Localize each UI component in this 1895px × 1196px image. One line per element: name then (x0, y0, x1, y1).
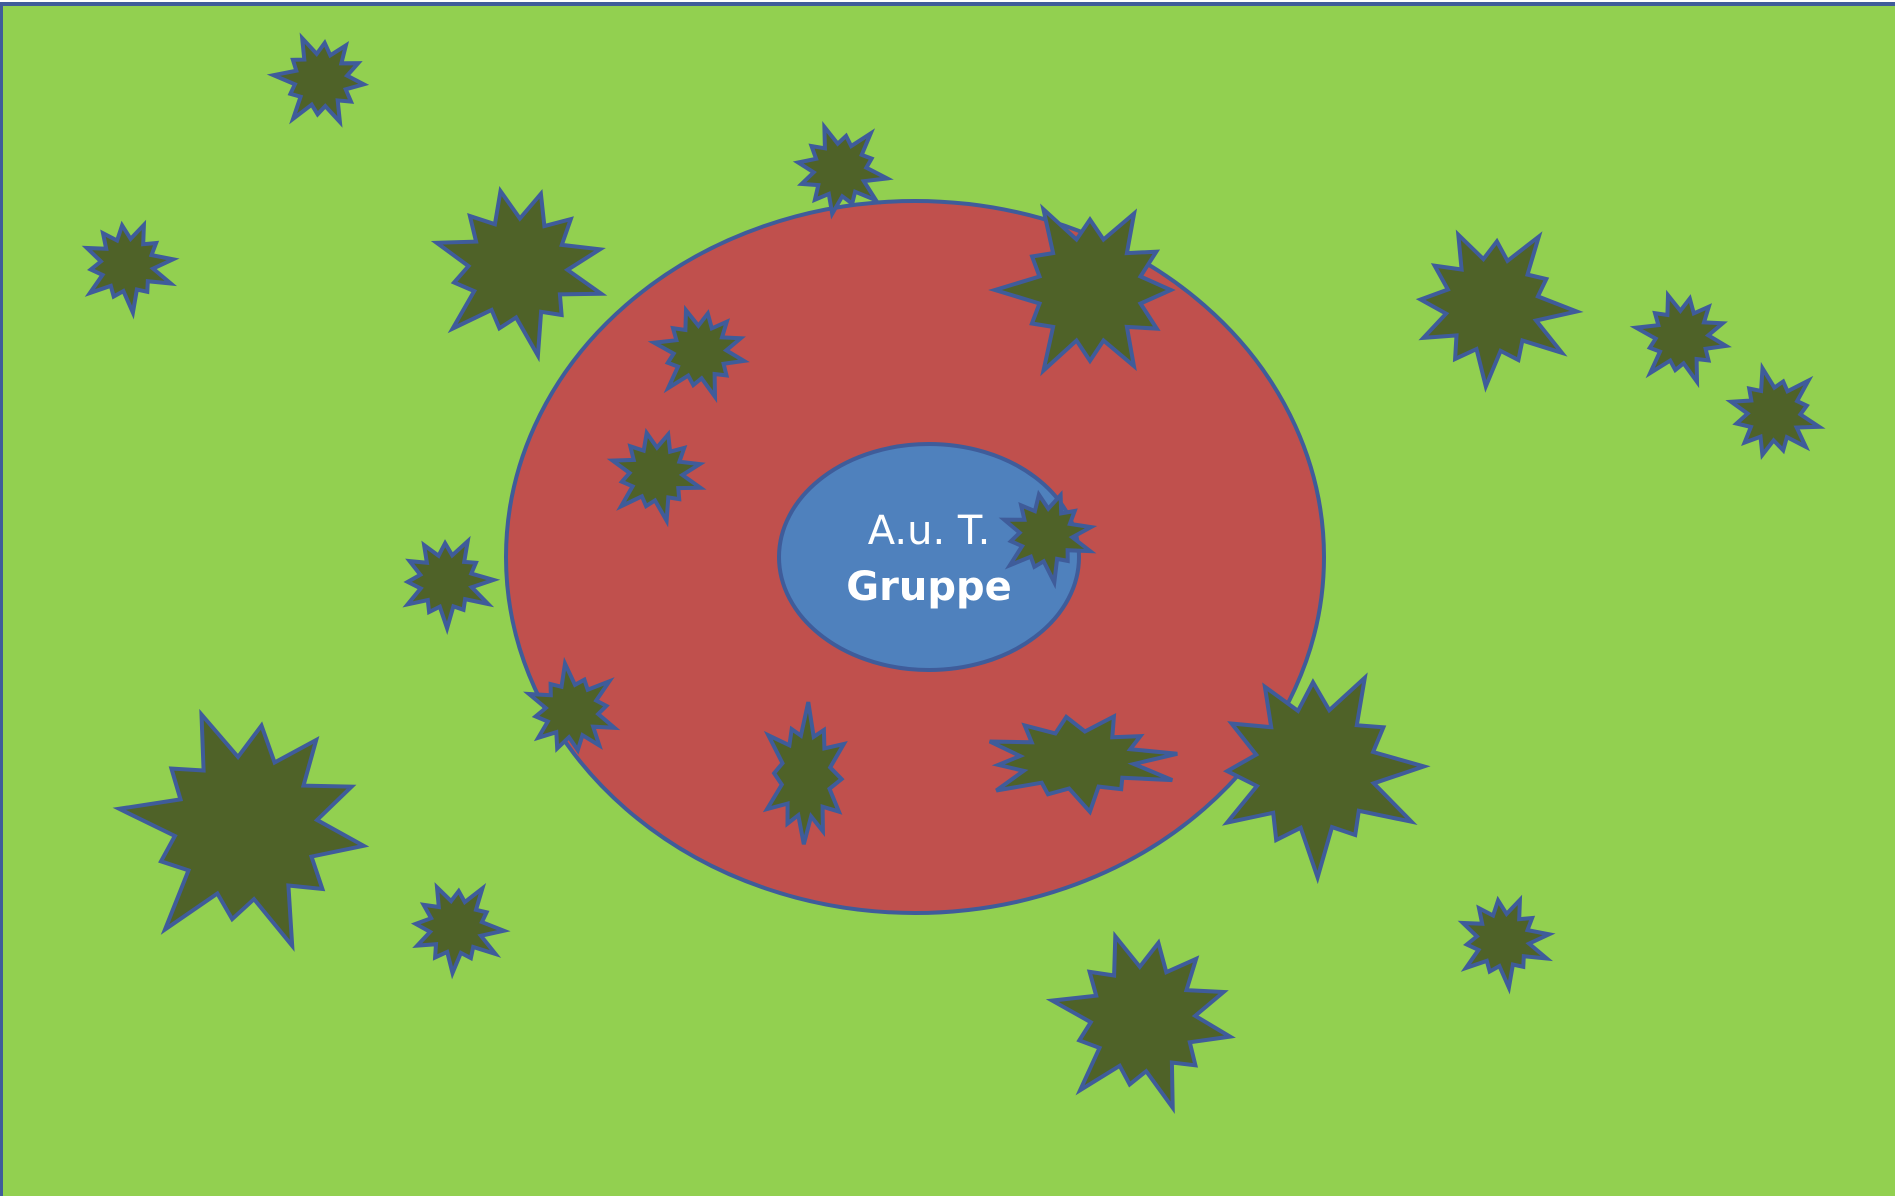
explosion-star-icon-10 (1725, 361, 1826, 460)
explosion-star-icon-2 (81, 219, 180, 320)
explosion-star-icon-15 (1415, 229, 1584, 393)
explosion-star-icon-14 (988, 203, 1176, 377)
explosion-star-icon-16 (1045, 930, 1236, 1115)
explosion-star-icon-6 (402, 535, 501, 636)
bush-layer (81, 32, 1826, 1115)
center-label-line1: A.u. T. (867, 508, 991, 554)
explosion-star-icon-17 (1221, 672, 1431, 885)
explosion-star-icon-19 (988, 712, 1178, 816)
center-label-line2: Gruppe (846, 564, 1012, 610)
explosion-star-icon-13 (430, 185, 608, 363)
explosion-star-icon-8 (410, 882, 511, 980)
explosion-star-icon-11 (1457, 894, 1556, 995)
explosion-star-icon-9 (1629, 289, 1732, 389)
explosion-star-icon-20 (762, 701, 848, 845)
explosion-star-icon-18 (112, 708, 370, 952)
explosion-star-icon-5 (606, 427, 707, 528)
explosion-star-icon-1 (266, 32, 370, 128)
explosion-star-icon-3 (647, 304, 750, 404)
explosion-star-icon-4 (792, 120, 894, 220)
inner-blue-circle (777, 442, 1081, 672)
explosion-star-icon-7 (523, 656, 621, 755)
explosion-star-icon-overlap (998, 489, 1098, 590)
